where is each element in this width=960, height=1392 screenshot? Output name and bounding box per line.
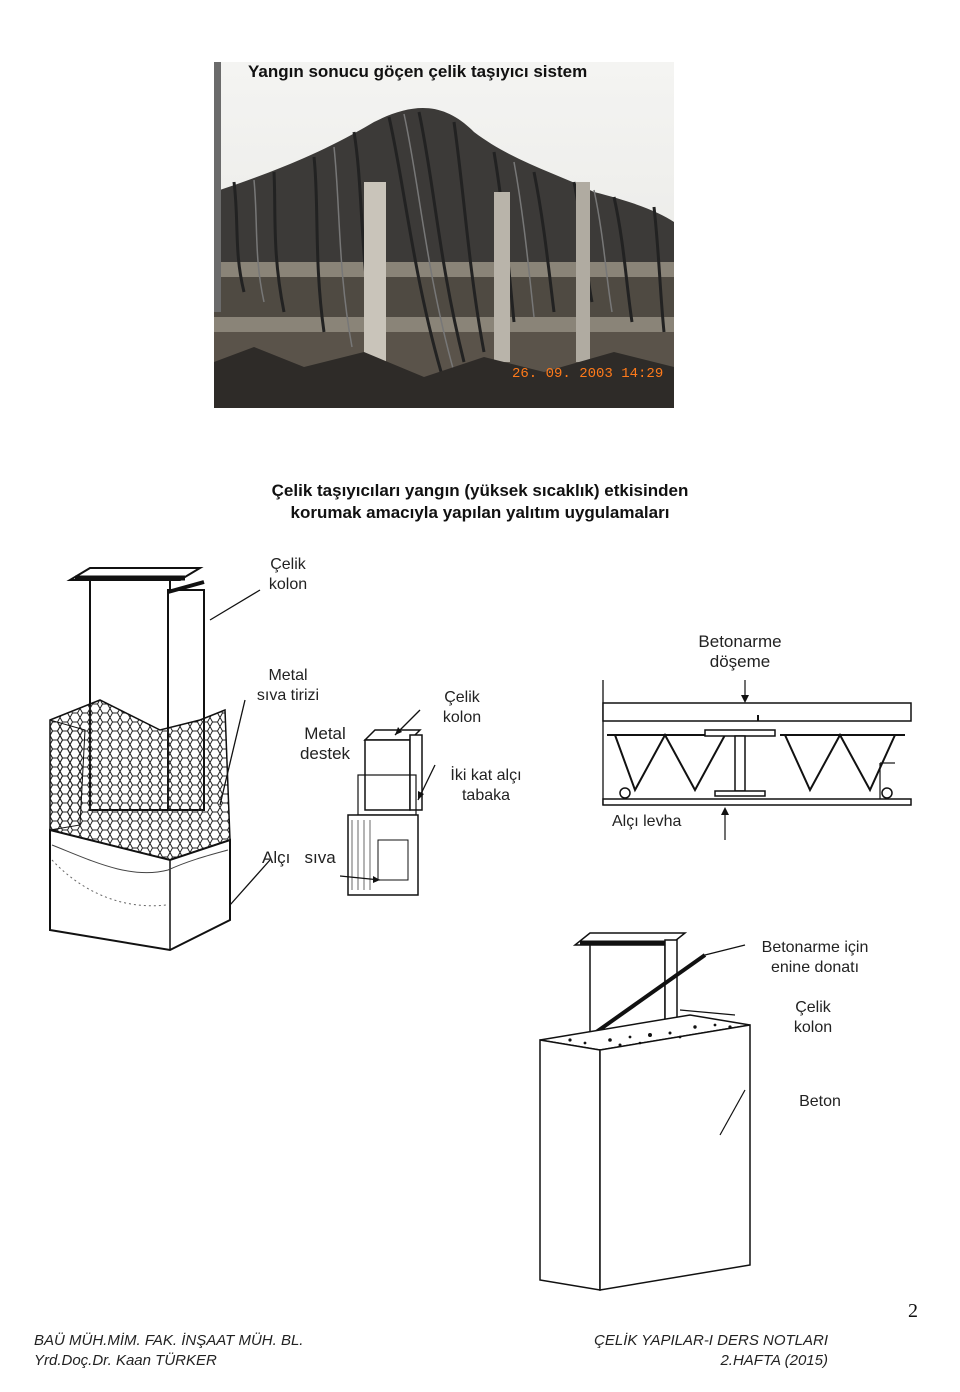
section-heading-line1: Çelik taşıyıcıları yangın (yüksek sıcakl…	[271, 481, 689, 500]
figure-plaster-column	[40, 560, 380, 960]
footer-right-line2: 2.HAFTA (2015)	[720, 1352, 828, 1369]
collapsed-structure-photo: 26. 09. 2003 14:29	[214, 62, 674, 408]
footer-left-line2: Yrd.Doç.Dr. Kaan TÜRKER	[34, 1352, 217, 1369]
figure-slab-truss	[595, 675, 915, 855]
page-number: 2	[908, 1300, 918, 1322]
footer-left-line1: BAÜ MÜH.MİM. FAK. İNŞAAT MÜH. BL.	[34, 1332, 304, 1349]
label-beton: Beton	[799, 1093, 841, 1110]
figure-gypsum-board-column	[339, 690, 460, 900]
label-alci-levha: Alçı levha	[612, 813, 682, 830]
footer-right-line1: ÇELİK YAPILAR-I DERS NOTLARI	[594, 1332, 828, 1349]
photo-title: Yangın sonucu göçen çelik taşıyıcı siste…	[248, 62, 588, 81]
label-alci-siva: Alçı sıva	[262, 848, 336, 867]
section-heading-line2: korumak amacıyla yapılan yalıtım uygulam…	[290, 503, 670, 522]
photo-timestamp: 26. 09. 2003 14:29	[512, 366, 663, 382]
figure-concrete-encased-column	[530, 915, 760, 1295]
section-heading: Çelik taşıyıcıları yangın (yüksek sıcakl…	[0, 480, 960, 524]
